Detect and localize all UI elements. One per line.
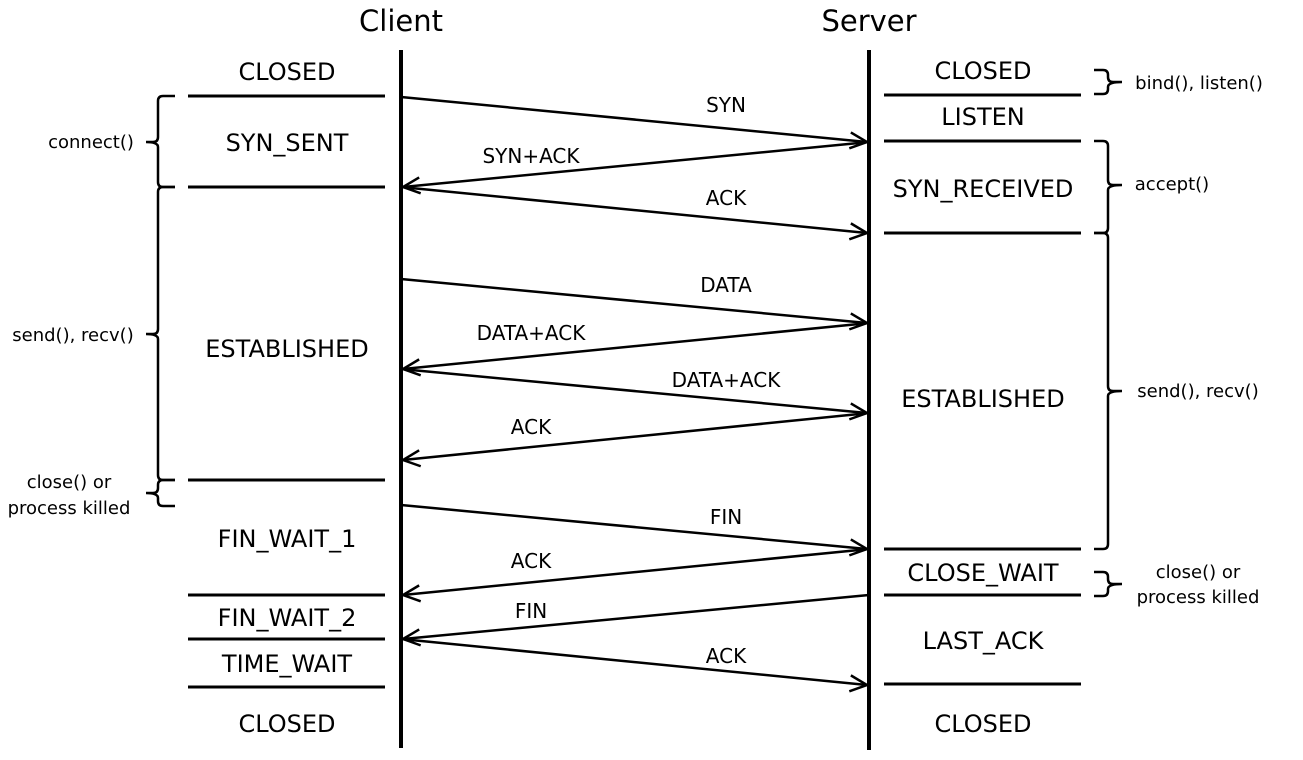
server-brace-accept [1094, 139, 1123, 235]
msg-ack-1: ACK [706, 186, 747, 210]
arrow-ack-1 [400, 185, 867, 233]
msg-ack-3: ACK [511, 549, 552, 573]
arrow-ack-3 [403, 547, 870, 595]
server-state-syn-received: SYN_RECEIVED [893, 175, 1074, 203]
server-call-bind-listen: bind(), listen() [1135, 73, 1263, 94]
server-state-last-ack: LAST_ACK [923, 627, 1045, 655]
server-brace-bind-listen [1094, 68, 1123, 96]
client-state-closed-top: CLOSED [238, 58, 335, 86]
client-brace-close [145, 478, 175, 508]
arrow-ack-2 [403, 411, 870, 460]
client-call-close-line2: process killed [8, 498, 131, 519]
msg-data-ack-1: DATA+ACK [477, 321, 587, 345]
server-state-closed-top: CLOSED [934, 57, 1031, 85]
arrow-fin-2 [403, 593, 870, 639]
arrow-ack-4 [400, 637, 867, 685]
client-state-fin-wait-2: FIN_WAIT_2 [218, 604, 357, 632]
msg-data: DATA [700, 273, 752, 297]
arrow-data-ack-1 [403, 321, 870, 369]
server-state-close-wait: CLOSE_WAIT [907, 559, 1058, 587]
arrow-syn [400, 95, 867, 142]
client-brace-connect [145, 94, 175, 189]
server-state-closed-bottom: CLOSED [934, 710, 1031, 738]
client-state-closed-bottom: CLOSED [238, 710, 335, 738]
server-call-close-line2: process killed [1137, 587, 1260, 608]
client-call-connect: connect() [48, 132, 134, 153]
server-brace-close [1094, 570, 1123, 598]
client-call-send-recv: send(), recv() [12, 325, 133, 346]
arrow-fin-1 [400, 503, 867, 549]
server-state-listen: LISTEN [941, 103, 1024, 131]
msg-syn-ack: SYN+ACK [482, 144, 580, 168]
server-call-close-line1: close() or [1156, 562, 1241, 583]
client-call-close-line1: close() or [27, 472, 112, 493]
server-header: Server [821, 4, 916, 38]
server-brace-send-recv [1094, 231, 1123, 551]
msg-fin-2: FIN [515, 599, 547, 623]
client-state-dividers [188, 94, 385, 689]
arrow-syn-ack [403, 140, 870, 187]
client-state-fin-wait-1: FIN_WAIT_1 [218, 525, 357, 553]
arrow-data-ack-2 [400, 367, 867, 413]
msg-ack-4: ACK [706, 644, 747, 668]
server-call-accept: accept() [1135, 174, 1209, 195]
server-call-send-recv: send(), recv() [1137, 381, 1258, 402]
msg-data-ack-2: DATA+ACK [672, 368, 782, 392]
client-brace-send-recv [145, 185, 175, 482]
arrow-data [400, 277, 867, 323]
msg-ack-2: ACK [511, 415, 552, 439]
msg-fin-1: FIN [710, 505, 742, 529]
server-state-dividers [884, 93, 1081, 686]
client-state-syn-sent: SYN_SENT [226, 129, 349, 157]
client-header: Client [359, 4, 443, 38]
client-state-time-wait: TIME_WAIT [221, 650, 353, 678]
client-state-established: ESTABLISHED [205, 335, 368, 363]
msg-syn: SYN [706, 93, 746, 117]
server-state-established: ESTABLISHED [901, 385, 1064, 413]
